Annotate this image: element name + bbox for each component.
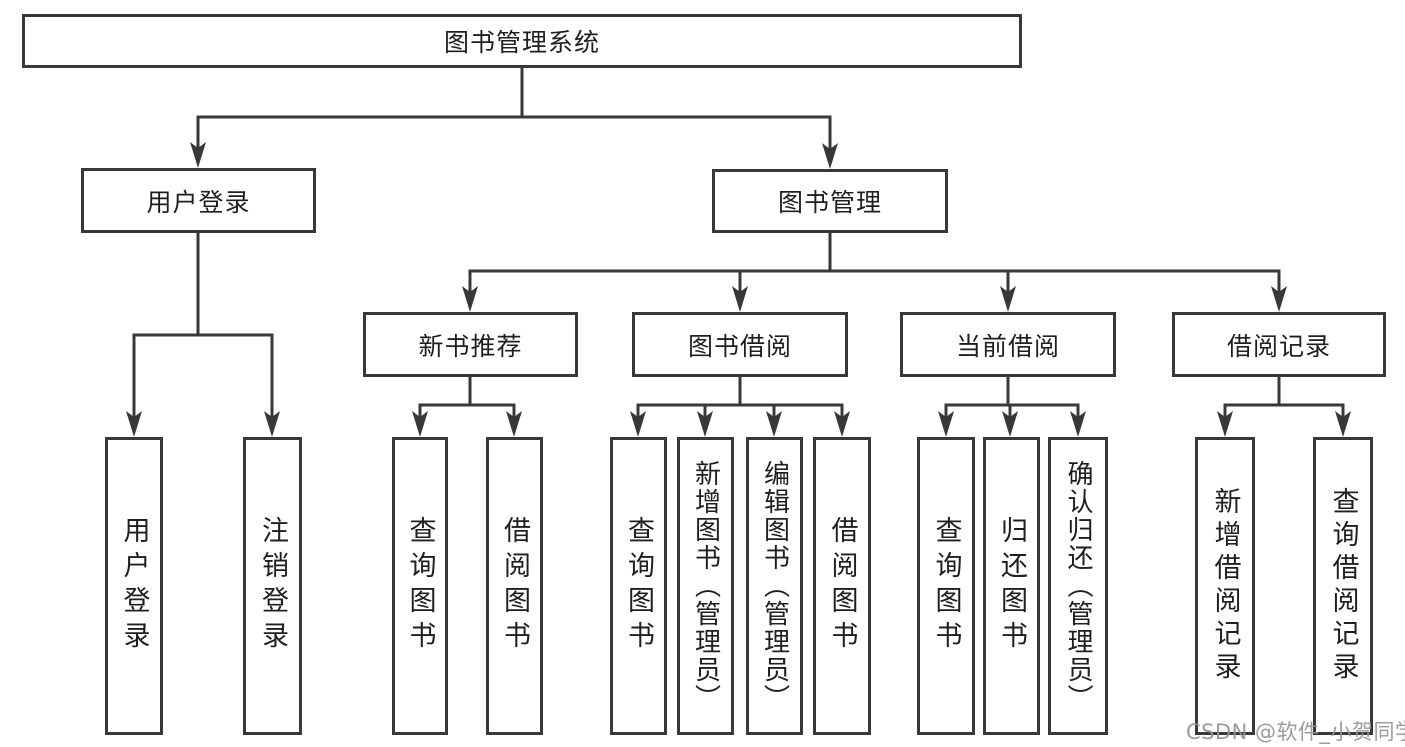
arrowheads xyxy=(126,142,1351,437)
leaf-query-book-borrow: 查询图书 xyxy=(610,437,667,735)
leaf-query-book-recommend-label: 查询图书 xyxy=(404,516,436,656)
leaf-borrow-book: 借阅图书 xyxy=(813,437,871,735)
leaf-confirm-return-admin: 确认归还（管理员） xyxy=(1048,437,1108,735)
leaf-add-book-admin-label: 新增图书（管理员） xyxy=(690,460,721,712)
node-root-label: 图书管理系统 xyxy=(443,28,600,57)
leaf-logout-label: 注销登录 xyxy=(257,516,288,656)
node-book-management-label: 图书管理 xyxy=(777,188,882,217)
leaf-logout: 注销登录 xyxy=(243,437,302,735)
node-current-borrow-label: 当前借阅 xyxy=(955,331,1060,361)
leaf-query-book-recommend: 查询图书 xyxy=(392,437,448,735)
leaf-add-book-admin: 新增图书（管理员） xyxy=(677,437,734,735)
csdn-watermark: CSDN @软件_小贺同学 xyxy=(1186,720,1405,744)
leaf-borrow-book-recommend: 借阅图书 xyxy=(486,437,543,735)
leaf-user-login-label: 用户登录 xyxy=(118,516,150,656)
leaf-query-book-current: 查询图书 xyxy=(917,437,975,735)
leaf-query-book-borrow-label: 查询图书 xyxy=(623,516,654,656)
leaf-user-login: 用户登录 xyxy=(105,437,163,735)
node-user-login: 用户登录 xyxy=(81,168,316,233)
node-root: 图书管理系统 xyxy=(22,14,1022,68)
node-book-management: 图书管理 xyxy=(712,169,948,233)
node-current-borrow: 当前借阅 xyxy=(900,312,1116,377)
leaf-query-borrow-record: 查询借阅记录 xyxy=(1313,437,1373,735)
node-new-book-recommend: 新书推荐 xyxy=(363,312,578,377)
leaf-return-book: 归还图书 xyxy=(983,437,1040,735)
leaf-add-borrow-record: 新增借阅记录 xyxy=(1195,437,1255,735)
leaf-return-book-label: 归还图书 xyxy=(996,516,1027,656)
node-new-book-recommend-label: 新书推荐 xyxy=(418,331,523,361)
leaf-edit-book-admin: 编辑图书（管理员） xyxy=(746,437,803,735)
leaf-borrow-book-recommend-label: 借阅图书 xyxy=(499,516,530,656)
leaf-add-borrow-record-label: 新增借阅记录 xyxy=(1209,487,1241,685)
node-book-borrow: 图书借阅 xyxy=(632,312,848,377)
leaf-query-book-current-label: 查询图书 xyxy=(930,516,962,656)
leaf-edit-book-admin-label: 编辑图书（管理员） xyxy=(759,460,790,712)
node-user-login-label: 用户登录 xyxy=(146,187,251,217)
node-borrow-record-label: 借阅记录 xyxy=(1226,331,1331,361)
node-borrow-record: 借阅记录 xyxy=(1172,312,1386,377)
leaf-confirm-return-admin-label: 确认归还（管理员） xyxy=(1063,460,1093,712)
node-book-borrow-label: 图书借阅 xyxy=(687,331,792,361)
leaf-query-borrow-record-label: 查询借阅记录 xyxy=(1327,487,1359,685)
leaf-borrow-book-label: 借阅图书 xyxy=(826,516,858,656)
